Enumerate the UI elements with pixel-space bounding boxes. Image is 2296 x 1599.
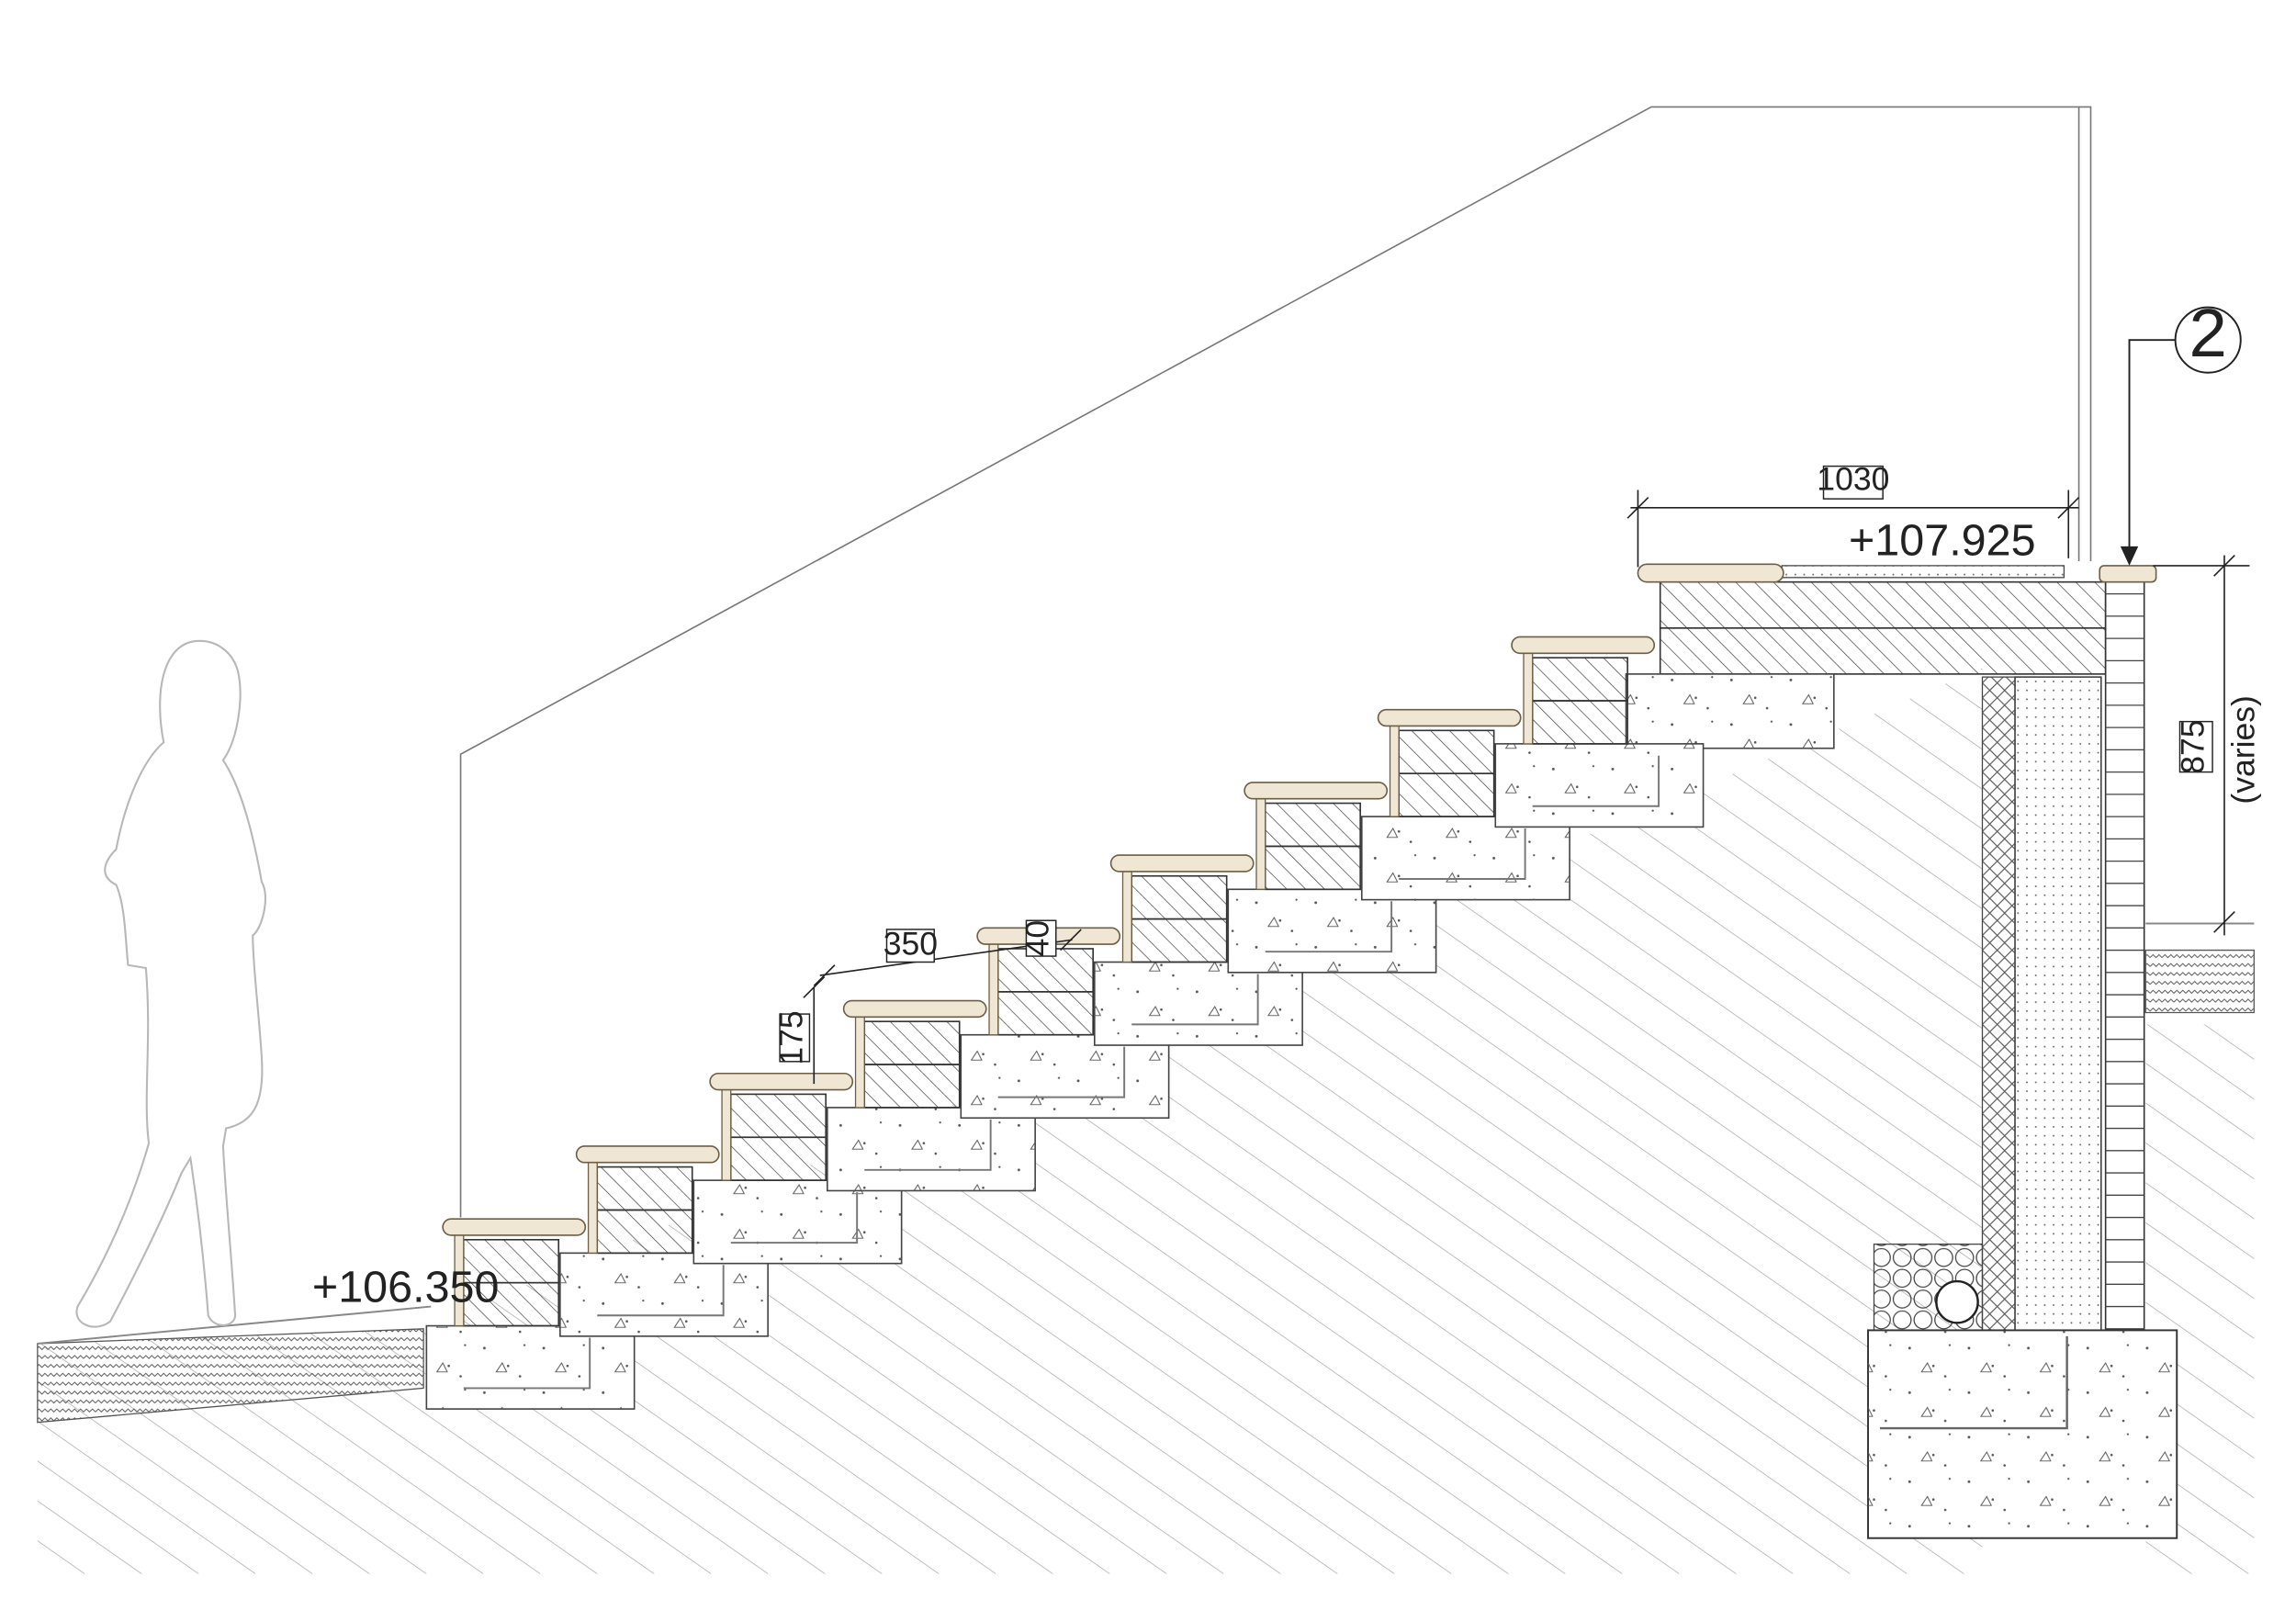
wall-drainage-gravel bbox=[1981, 676, 2016, 1332]
railing-post bbox=[2078, 106, 2092, 562]
step-tread-coping bbox=[1377, 708, 1522, 727]
step-brick-lower bbox=[1131, 918, 1228, 963]
landing-paving bbox=[1781, 565, 2065, 579]
step-tread-coping bbox=[442, 1218, 587, 1236]
step-rebar bbox=[463, 1337, 591, 1390]
dim-riser-text: 175 bbox=[772, 1010, 809, 1064]
step-brick-upper bbox=[596, 1165, 693, 1211]
dimension-landing-width bbox=[1626, 490, 2080, 568]
landing-concrete-dots bbox=[1626, 673, 1834, 749]
step-brick-upper bbox=[729, 1093, 827, 1139]
wall-brick-facing bbox=[2104, 580, 2145, 1332]
step-riser-strip bbox=[1523, 651, 1534, 745]
step-concrete-texture bbox=[559, 1253, 769, 1336]
step-concrete-texture bbox=[1495, 743, 1704, 828]
step-concrete-texture bbox=[961, 1034, 1169, 1119]
landing-brick-course-1 bbox=[1659, 580, 2107, 629]
step-riser-strip bbox=[854, 1015, 865, 1109]
step-brick-lower bbox=[996, 991, 1094, 1036]
detail-callout-arrow bbox=[2120, 546, 2139, 566]
step-tread-coping bbox=[575, 1145, 720, 1164]
step-rebar bbox=[597, 1265, 725, 1317]
step-tread-coping bbox=[1244, 782, 1389, 800]
step-concrete-texture bbox=[827, 1107, 1036, 1191]
step-riser-strip bbox=[1255, 796, 1266, 890]
ground-topsoil-right bbox=[2144, 949, 2255, 1014]
step-brick-lower bbox=[1531, 700, 1628, 745]
step-concrete-texture bbox=[426, 1325, 635, 1410]
person-silhouette bbox=[75, 639, 266, 1328]
brick-facing-joints bbox=[2105, 592, 2144, 1330]
dim-wall-height-text: 875 bbox=[2174, 719, 2211, 773]
step-brick-upper bbox=[1398, 729, 1495, 775]
step-brick-lower bbox=[863, 1064, 961, 1109]
dimension-riser bbox=[803, 976, 826, 1085]
step-brick-upper bbox=[863, 1020, 961, 1065]
step-rebar bbox=[1265, 901, 1393, 953]
dim-nosing-text: 40 bbox=[1019, 920, 1056, 957]
dim-box-wall-height bbox=[2178, 720, 2213, 773]
wall-coping bbox=[2099, 565, 2157, 583]
drain-pipe bbox=[1935, 1279, 1979, 1324]
step-tread-coping bbox=[842, 999, 987, 1019]
stair-steps bbox=[425, 636, 1705, 1410]
dimension-wall-height bbox=[2153, 555, 2250, 936]
step-brick-lower bbox=[596, 1209, 693, 1255]
step-brick-lower bbox=[729, 1136, 827, 1181]
step-brick-upper bbox=[462, 1238, 560, 1284]
step-tread-coping bbox=[1511, 636, 1656, 655]
step-riser-strip bbox=[1121, 869, 1132, 963]
dim-box-landing bbox=[1822, 465, 1884, 500]
step-concrete-texture bbox=[1228, 889, 1436, 973]
elevation-ground-label: +106.350 bbox=[312, 1263, 500, 1312]
step-riser-strip bbox=[988, 941, 999, 1036]
step-rebar bbox=[730, 1192, 859, 1244]
step-rebar bbox=[864, 1119, 992, 1171]
landing-brick-course-2 bbox=[1659, 626, 2107, 675]
step-rebar bbox=[1131, 974, 1259, 1026]
detail-callout-number: 2 bbox=[2189, 295, 2227, 371]
step-brick-lower bbox=[1264, 845, 1361, 891]
step-rebar bbox=[1399, 828, 1526, 880]
footing-rebar bbox=[1879, 1335, 2068, 1430]
railing-outline bbox=[459, 106, 2080, 1218]
step-tread-coping bbox=[1109, 854, 1255, 873]
step-tread-coping bbox=[709, 1072, 854, 1091]
landing-coping bbox=[1637, 563, 1784, 583]
elevation-landing-label: +107.925 bbox=[1849, 516, 2036, 566]
detail-callout-leader bbox=[2128, 339, 2176, 550]
step-riser-strip bbox=[1389, 724, 1400, 817]
ground-topsoil-left bbox=[37, 1328, 424, 1424]
wall-footing-dots bbox=[1868, 1330, 2178, 1538]
step-brick-lower bbox=[462, 1281, 560, 1327]
grass-line-left bbox=[37, 1305, 432, 1345]
note-varies-text: (varies) bbox=[2224, 695, 2261, 805]
step-brick-upper bbox=[1264, 802, 1361, 848]
dim-landing-width-text: 1030 bbox=[1817, 460, 1889, 497]
dim-box-nosing bbox=[1025, 919, 1057, 957]
dim-box-riser bbox=[779, 1013, 811, 1063]
wall-concrete-dots bbox=[2015, 677, 2101, 1331]
step-riser-strip bbox=[587, 1160, 598, 1254]
dim-box-tread bbox=[885, 929, 935, 963]
dim-tread-text: 350 bbox=[884, 925, 938, 962]
step-brick-lower bbox=[1398, 772, 1495, 817]
step-concrete-texture bbox=[1361, 816, 1570, 900]
step-riser-strip bbox=[721, 1087, 732, 1181]
step-concrete-texture bbox=[693, 1180, 902, 1264]
step-rebar bbox=[997, 1046, 1126, 1098]
step-brick-upper bbox=[1131, 874, 1228, 920]
step-brick-upper bbox=[1531, 657, 1628, 702]
step-rebar bbox=[1532, 755, 1660, 807]
step-concrete-texture bbox=[1094, 962, 1303, 1046]
